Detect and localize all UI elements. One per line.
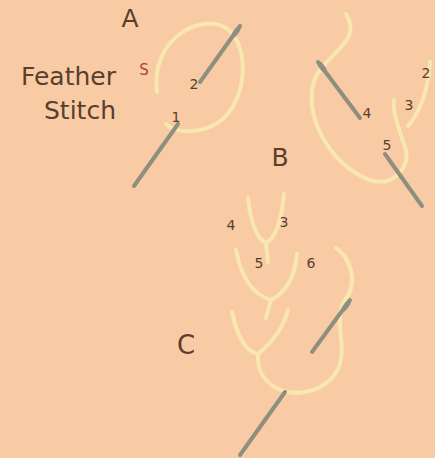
callout-number: 2 <box>422 66 431 80</box>
panel-letter: A <box>121 6 138 31</box>
needle <box>134 26 422 455</box>
thread <box>156 14 430 393</box>
callout-number: 3 <box>405 98 414 112</box>
panel-letter: C <box>177 332 195 358</box>
callout-number: 5 <box>255 256 264 270</box>
callout-number: S <box>139 63 149 78</box>
title: Feather Stitch <box>4 60 116 128</box>
panel-letter: B <box>271 145 288 170</box>
callout-number: 2 <box>190 77 199 91</box>
callout-number: 4 <box>227 218 236 232</box>
callout-number: 6 <box>307 256 316 270</box>
callout-number: 1 <box>172 110 181 124</box>
callout-number: 4 <box>363 106 372 120</box>
callout-number: 3 <box>280 215 289 229</box>
callout-number: 5 <box>383 138 392 152</box>
